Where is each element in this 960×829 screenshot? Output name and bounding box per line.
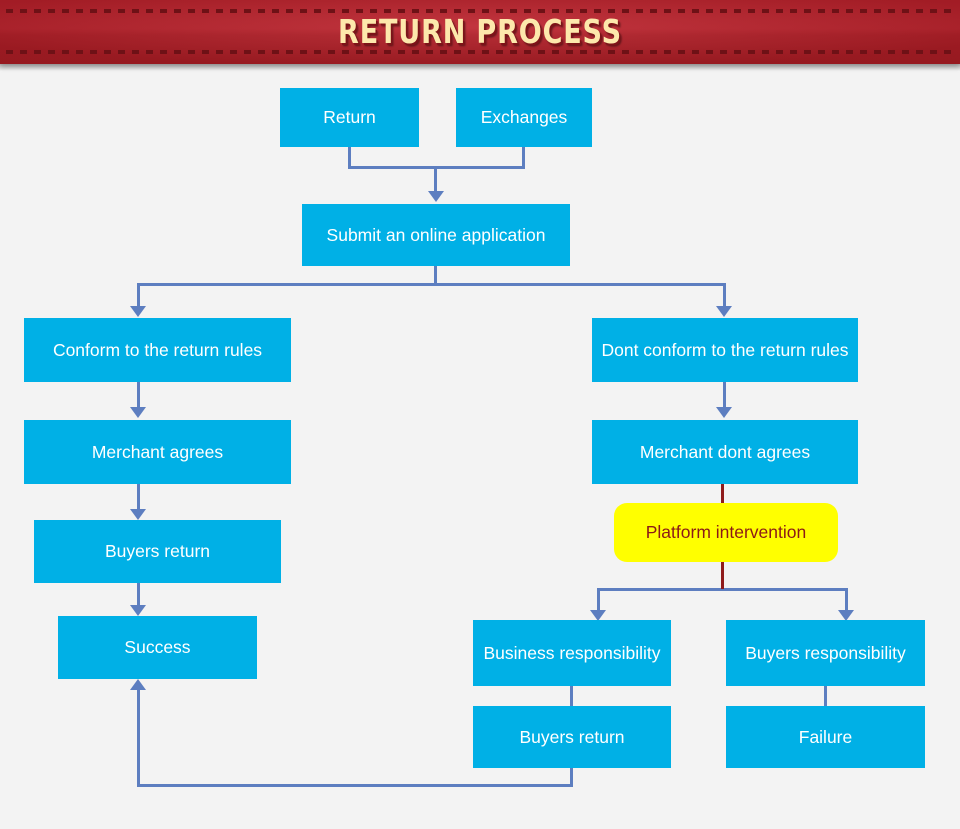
arrow-to-submit [428, 191, 444, 202]
node-business-responsibility[interactable]: Business responsibility [473, 620, 671, 686]
connector-split-left-down [137, 283, 140, 308]
node-conform-rules[interactable]: Conform to the return rules [24, 318, 291, 382]
node-success[interactable]: Success [58, 616, 257, 679]
connector-buyers-resp-to-failure [824, 686, 827, 707]
connector-submit-down [434, 266, 437, 285]
arrow-to-merchant-agrees [130, 407, 146, 418]
connector-loop-down [570, 768, 573, 787]
connector-split-bar [137, 283, 726, 286]
banner-dashed-line-top [6, 9, 954, 13]
connector-loop-bar [137, 784, 573, 787]
arrow-to-buyers-return-left [130, 509, 146, 520]
node-merchant-agrees[interactable]: Merchant agrees [24, 420, 291, 484]
arrow-to-conform [130, 306, 146, 317]
node-dont-conform-rules[interactable]: Dont conform to the return rules [592, 318, 858, 382]
node-buyers-return-left[interactable]: Buyers return [34, 520, 281, 583]
connector-conform-to-merchant-agrees [137, 382, 140, 409]
arrow-to-success [130, 605, 146, 616]
connector-loop-up [137, 690, 140, 785]
arrow-to-merchant-dont-agrees [716, 407, 732, 418]
connector-business-to-buyers-return [570, 686, 573, 707]
connector-split-right-down [723, 283, 726, 308]
page-title: RETURN PROCESS [338, 12, 622, 51]
arrow-loop-to-success [130, 679, 146, 690]
arrow-to-buyers-responsibility [838, 610, 854, 621]
connector-platform-split-left-down [597, 588, 600, 612]
connector-platform-split-right-down [845, 588, 848, 612]
arrow-to-business-responsibility [590, 610, 606, 621]
node-return[interactable]: Return [280, 88, 419, 147]
node-failure[interactable]: Failure [726, 706, 925, 768]
connector-platform-split-bar [597, 588, 848, 591]
arrow-to-dont-conform [716, 306, 732, 317]
connector-return-down [348, 147, 351, 169]
banner-drop-shadow [0, 64, 960, 71]
node-exchanges[interactable]: Exchanges [456, 88, 592, 147]
node-merchant-dont-agrees[interactable]: Merchant dont agrees [592, 420, 858, 484]
node-submit-application[interactable]: Submit an online application [302, 204, 570, 266]
header-banner: RETURN PROCESS [0, 0, 960, 64]
connector-exchanges-down [522, 147, 525, 169]
connector-merge-to-submit [434, 166, 437, 193]
connector-dont-conform-to-merchant-dont [723, 382, 726, 409]
node-buyers-responsibility[interactable]: Buyers responsibility [726, 620, 925, 686]
banner-dashed-line-bottom [6, 50, 954, 54]
connector-merchant-agrees-to-buyers-return [137, 484, 140, 511]
connector-buyers-return-to-success [137, 583, 140, 610]
node-buyers-return-middle[interactable]: Buyers return [473, 706, 671, 768]
node-platform-intervention[interactable]: Platform intervention [614, 503, 838, 562]
